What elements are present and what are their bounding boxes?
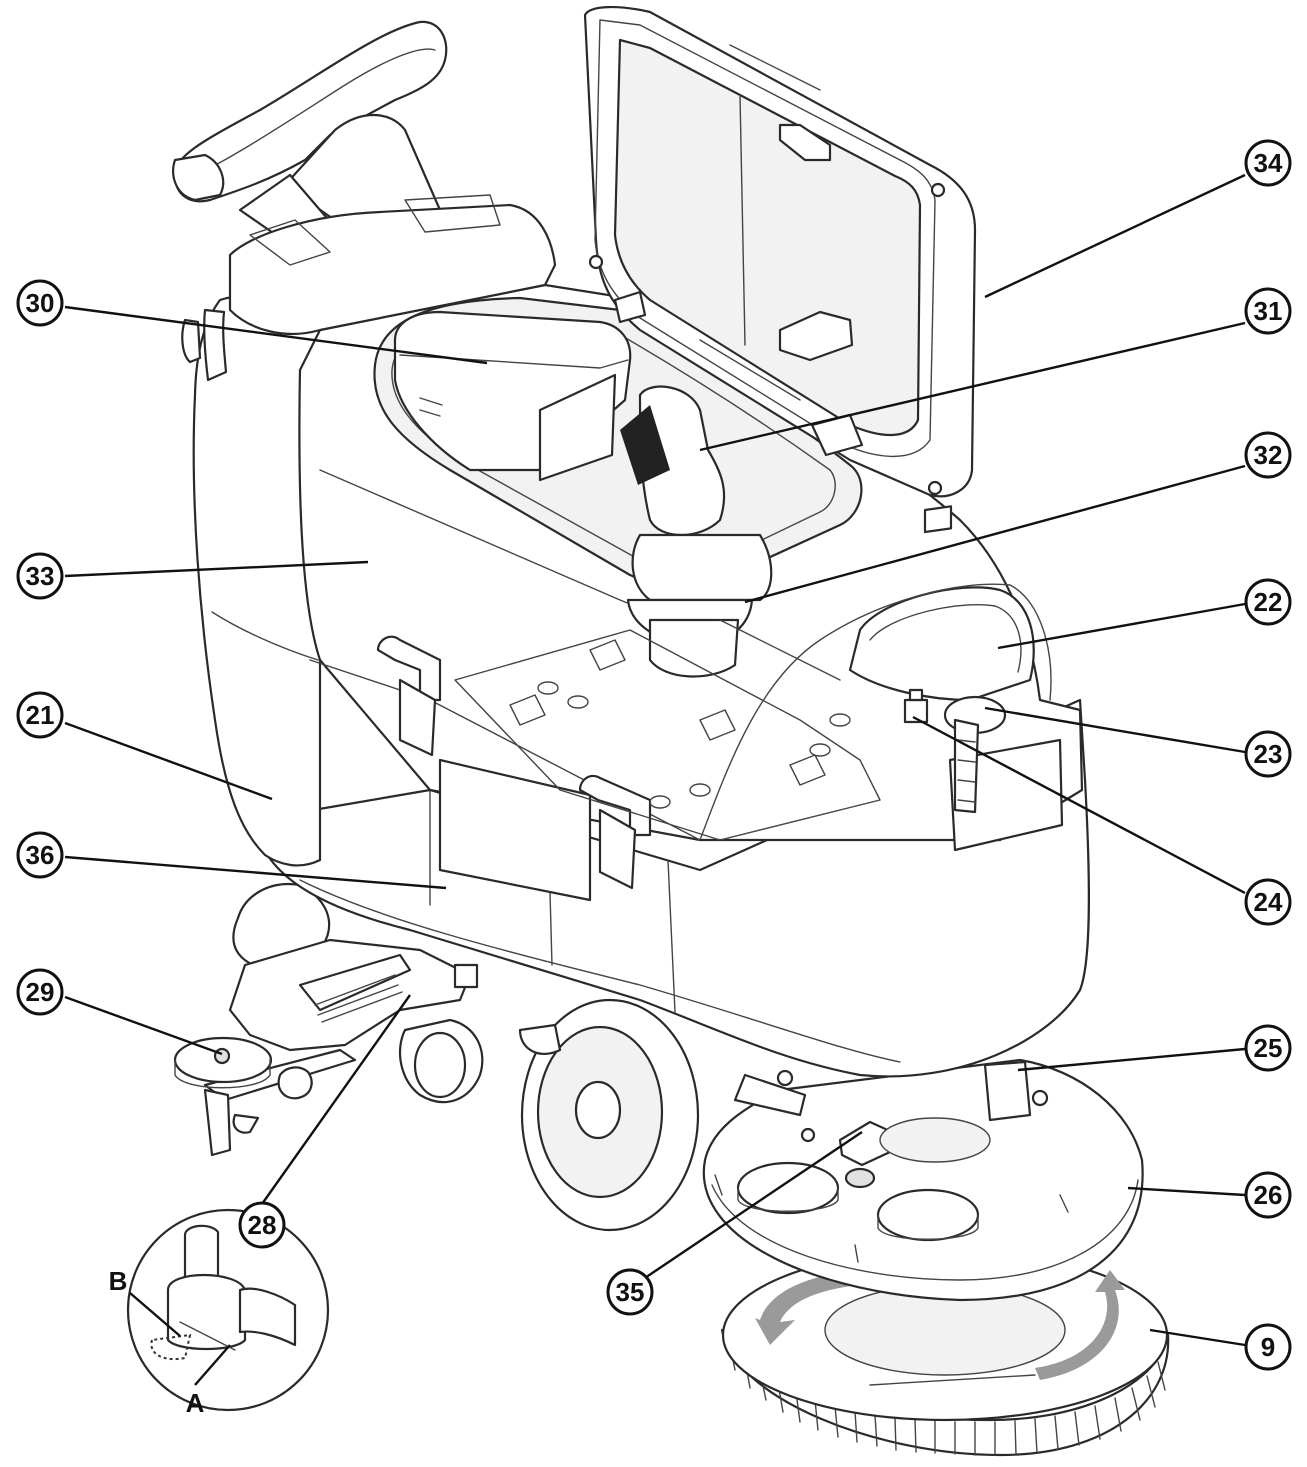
- callout-22: 22: [1244, 578, 1292, 626]
- callout-32: 32: [1244, 431, 1292, 479]
- callout-34: 34: [1244, 139, 1292, 187]
- callout-label-32: 32: [1254, 440, 1283, 470]
- detail-inset: [126, 1208, 330, 1412]
- callout-label-9: 9: [1261, 1332, 1275, 1362]
- callout-label-34: 34: [1254, 148, 1283, 178]
- callout-label-25: 25: [1254, 1033, 1283, 1063]
- callout-29: 29: [16, 968, 64, 1016]
- callout-26: 26: [1244, 1171, 1292, 1219]
- callout-label-36: 36: [26, 840, 55, 870]
- callout-label-22: 22: [1254, 587, 1283, 617]
- callout-25: 25: [1244, 1024, 1292, 1072]
- callout-label-24: 24: [1254, 887, 1283, 917]
- callout-31: 31: [1244, 287, 1292, 335]
- callout-21: 21: [16, 691, 64, 739]
- leader-lines: [64, 173, 1246, 1386]
- callout-24: 24: [1244, 878, 1292, 926]
- handlebar-drawing: [172, 20, 557, 364]
- callout-label-21: 21: [26, 700, 55, 730]
- callout-label-29: 29: [26, 977, 55, 1007]
- callout-label-23: 23: [1254, 739, 1283, 769]
- brush-deck-drawing: [702, 1058, 1144, 1302]
- callout-9: 9: [1244, 1323, 1292, 1371]
- body-drawing: [192, 283, 1091, 1078]
- detail-letter-b: B: [109, 1266, 128, 1296]
- callout-30: 30: [16, 279, 64, 327]
- callout-label-33: 33: [26, 561, 55, 591]
- callout-33: 33: [16, 552, 64, 600]
- wheels-drawing: [398, 998, 700, 1232]
- detail-letter-a: A: [186, 1388, 205, 1418]
- callout-36: 36: [16, 831, 64, 879]
- callout-label-26: 26: [1254, 1180, 1283, 1210]
- callout-35: 35: [606, 1268, 654, 1316]
- scrubber-machine-illustration: [126, 5, 1170, 1457]
- brush-drawing: [720, 1248, 1170, 1457]
- callout-23: 23: [1244, 730, 1292, 778]
- squeegee-drawing: [173, 882, 479, 1157]
- callout-label-28: 28: [248, 1210, 277, 1240]
- callout-label-30: 30: [26, 288, 55, 318]
- lid-drawing: [583, 5, 977, 498]
- callout-label-35: 35: [616, 1277, 645, 1307]
- callout-label-31: 31: [1254, 296, 1283, 326]
- callout-28: 28: [238, 1201, 286, 1249]
